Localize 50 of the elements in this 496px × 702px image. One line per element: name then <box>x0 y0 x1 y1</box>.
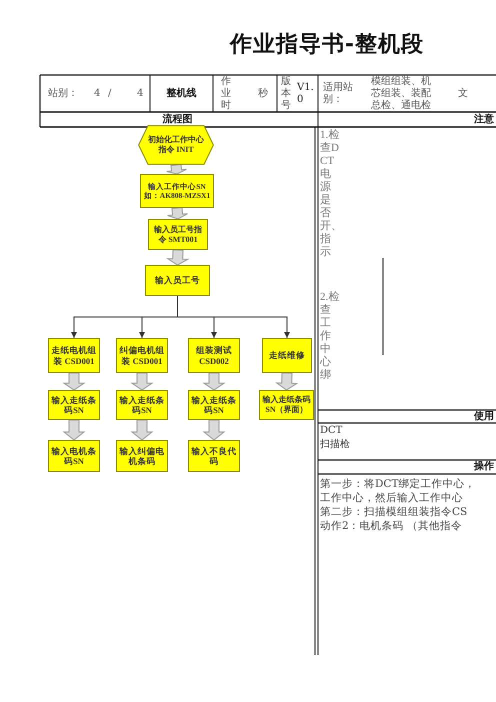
process-box: 输入员工号 <box>145 265 210 296</box>
process-box: 走纸电机组装 CSD001 <box>48 338 100 373</box>
process-box: 走纸维修 <box>262 338 312 373</box>
step-text: 第一步：将DCT绑定工作中心， <box>320 477 476 491</box>
station-scope-label: 适用站别： <box>323 82 354 106</box>
notes-heading: 注意 <box>473 114 494 126</box>
hexagon-box: 初始化工作中心指令 INIT <box>138 125 214 165</box>
block-arrow <box>275 372 298 391</box>
seconds-unit: 秒 <box>258 88 268 100</box>
page-title: 作业指导书-整机段 <box>228 32 426 58</box>
block-arrow <box>130 372 154 391</box>
document-label: 文 <box>458 88 468 100</box>
note-text: 2.检查工作中心绑 <box>320 291 340 382</box>
step-text: 工作中心，然后输入工作中心 <box>320 491 463 505</box>
station-label: 站别： <box>48 88 78 100</box>
step-text: 第二步：扫描模组组装指令CS <box>320 505 468 519</box>
process-box: 输入不良代码 <box>188 440 240 472</box>
flowchart-heading: 流程图 <box>162 114 194 126</box>
tool-name: DCT <box>320 425 342 437</box>
process-box: 输入走纸条码SN <box>116 390 168 420</box>
block-arrow <box>166 164 187 175</box>
block-arrow <box>167 206 188 220</box>
process-box: 输入电机条码SN <box>48 440 100 472</box>
steps-heading: 操作 <box>472 461 494 473</box>
line-name: 整机线 <box>166 88 198 100</box>
work-time-label: 作业时 <box>221 76 232 112</box>
block-arrow <box>202 420 226 441</box>
block-arrow <box>166 249 190 266</box>
process-box: 输入员工号指令 SMT001 <box>148 219 208 250</box>
connector-line <box>177 296 290 338</box>
tool-name: 扫描枪 <box>320 439 350 451</box>
process-box: 纠偏电机组装 CSD001 <box>116 338 168 373</box>
block-arrow <box>62 420 86 441</box>
version-label: 版本号 <box>281 76 292 112</box>
separator-slash: / <box>108 88 112 100</box>
block-arrow <box>62 372 86 391</box>
process-box: 输入纠偏电机条码 <box>116 440 168 472</box>
tools-heading: 使用 <box>472 411 494 423</box>
station-number: 4 <box>137 88 144 100</box>
block-arrow <box>130 420 154 441</box>
station-list: 模组组装、机芯组装、装配总检、通电检 <box>371 76 433 112</box>
process-box: 输入走纸条码SN（界面） <box>259 390 314 420</box>
note-text: 1.检查DCT电源是否开、指示 <box>320 129 340 259</box>
block-arrow <box>202 372 226 391</box>
process-box: 组装测试 CSD002 <box>188 338 240 373</box>
station-number: 4 <box>94 88 100 100</box>
process-box: 输入走纸条码SN <box>188 390 240 420</box>
version-value: V1.0 <box>297 82 314 106</box>
process-box: 输入走纸条码SN <box>48 390 100 420</box>
step-text: 动作2：电机条码 （其他指令 <box>320 519 462 533</box>
